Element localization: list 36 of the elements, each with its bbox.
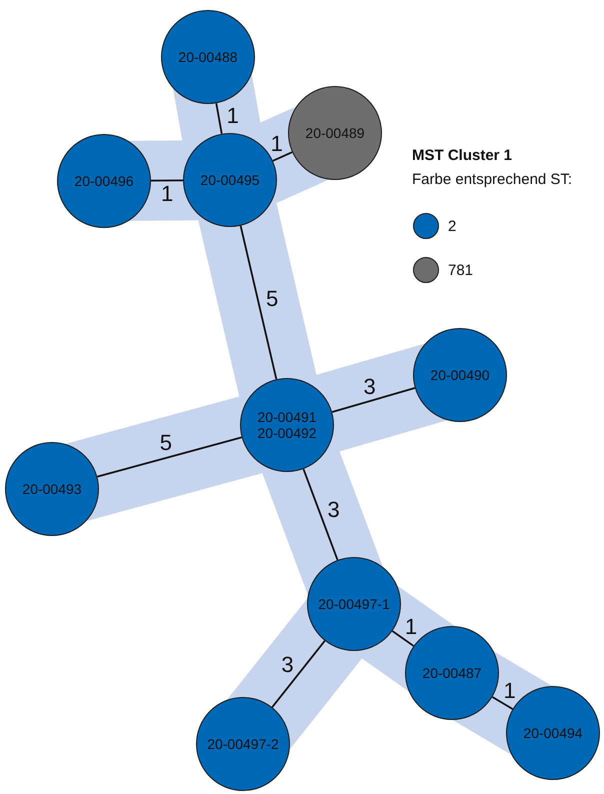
legend-title: MST Cluster 1	[412, 147, 512, 164]
sample-id: 20-00493	[22, 480, 82, 498]
connector-line	[332, 387, 416, 413]
sample-id: 20-00490	[430, 366, 490, 384]
edge-label: 3	[327, 498, 340, 521]
sample-id: 20-00487	[422, 664, 482, 682]
legend-label: 2	[448, 218, 456, 234]
edge-label: 5	[160, 432, 172, 454]
connector-line	[97, 436, 242, 478]
edge-label: 3	[281, 654, 294, 676]
connector-line	[302, 468, 338, 560]
connector-line	[492, 696, 514, 710]
sample-id: 20-00496	[74, 172, 134, 190]
connector-line	[392, 630, 414, 647]
edge-label: 3	[363, 376, 376, 398]
sample-id: 20-00492	[257, 425, 317, 442]
connector-line	[151, 179, 183, 182]
sample-id: 20-00488	[178, 48, 238, 66]
sample-id: 20-00495	[200, 172, 260, 188]
connector-line	[272, 640, 326, 708]
edge-label: 1	[226, 105, 239, 128]
edge-label: 1	[404, 616, 418, 638]
edge-label: 5	[266, 288, 278, 310]
connector-line	[215, 103, 223, 134]
sample-id: 20-00491	[257, 408, 317, 425]
sample-id: 20-00497-2	[207, 736, 279, 752]
connector-line	[240, 226, 278, 380]
sample-id: 20-00489	[305, 124, 365, 142]
edge-label: 1	[504, 680, 516, 702]
legend-label: 781	[448, 262, 474, 278]
edge-label: 1	[160, 183, 174, 206]
legend-note: Farbe entsprechend ST:	[412, 171, 572, 188]
sample-id: 20-00494	[523, 724, 583, 742]
edge-label: 1	[270, 132, 283, 155]
sample-id: 20-00497-1	[318, 596, 390, 612]
connector-line	[272, 151, 292, 162]
